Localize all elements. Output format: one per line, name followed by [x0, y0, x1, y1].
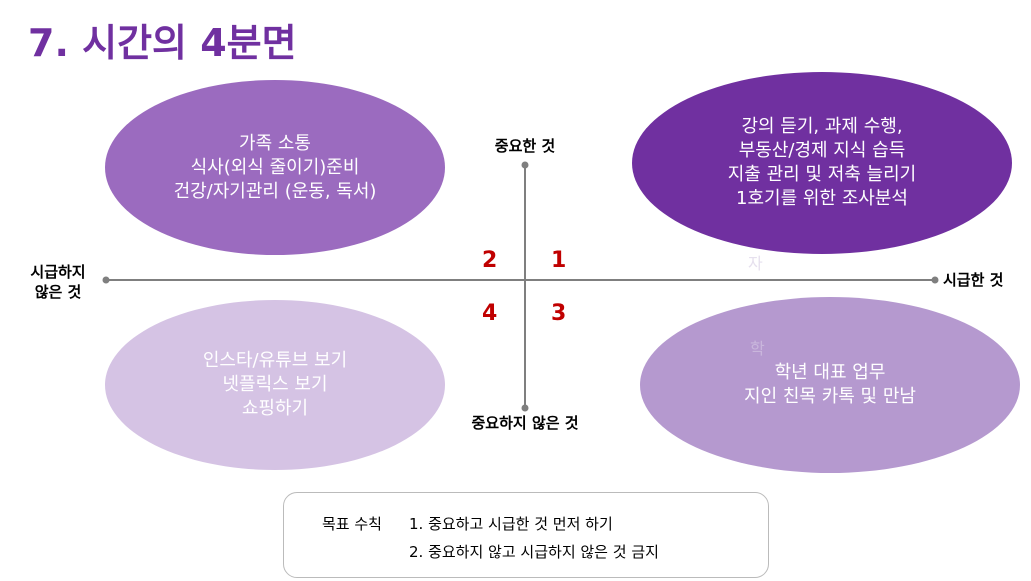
item: 가족 소통 — [239, 132, 311, 154]
item: 지인 친목 카톡 및 만남 — [744, 386, 916, 407]
item: 강의 듣기, 과제 수행, — [741, 116, 903, 137]
item: 인스타/유튜브 보기 — [202, 350, 348, 371]
axis-label-line: 않은 것 — [34, 283, 82, 301]
axis-dot — [521, 404, 529, 412]
item: 지출 관리 및 저축 늘리기 — [727, 164, 917, 185]
item: 쇼핑하기 — [241, 398, 309, 419]
quadrant-not-important-not-urgent: 인스타/유튜브 보기 넷플릭스 보기 쇼핑하기 — [105, 300, 445, 470]
axis-dot — [521, 161, 529, 169]
quadrant-number-3: 3 — [551, 301, 567, 326]
goal-rule-2: 2. 중요하지 않고 시급하지 않은 것 금지 — [409, 543, 659, 561]
goal-rule-1: 1. 중요하고 시급한 것 먼저 하기 — [409, 515, 613, 533]
axis-dot — [102, 276, 110, 284]
quadrant-important-urgent: 강의 듣기, 과제 수행, 부동산/경제 지식 습득 지출 관리 및 저축 늘리… — [632, 72, 1012, 254]
item: 건강/자기관리 (운동, 독서) — [173, 180, 377, 202]
axis-label-line: 시급하지 — [30, 263, 86, 281]
item: 1호기를 위한 조사분석 — [736, 188, 908, 209]
page-title: 7. 시간의 4분면 — [28, 21, 297, 65]
artifact-text: 학 — [750, 339, 765, 358]
quadrant-important-not-urgent: 가족 소통 식사(외식 줄이기)준비 건강/자기관리 (운동, 독서) — [105, 80, 445, 255]
axis-label-urgent: 시급한 것 — [943, 271, 1004, 289]
quadrant-not-important-urgent: 학년 대표 업무 지인 친목 카톡 및 만남 — [640, 297, 1020, 473]
goal-box: 목표 수칙 1. 중요하고 시급한 것 먼저 하기 2. 중요하지 않고 시급하… — [283, 492, 769, 578]
goal-label: 목표 수칙 — [322, 515, 382, 533]
axis-dot — [931, 276, 939, 284]
artifact-text: 자 — [748, 254, 763, 273]
item: 식사(외식 줄이기)준비 — [190, 156, 360, 178]
axis-label-not-urgent: 시급하지 않은 것 — [18, 262, 98, 302]
item: 학년 대표 업무 — [774, 362, 886, 383]
item: 부동산/경제 지식 습득 — [738, 140, 906, 161]
item: 넷플릭스 보기 — [222, 374, 328, 395]
quadrant-number-4: 4 — [482, 301, 498, 326]
quadrant-number-2: 2 — [482, 248, 498, 273]
axis-label-not-important: 중요하지 않은 것 — [471, 414, 579, 432]
axis-label-important: 중요한 것 — [494, 137, 556, 155]
quadrant-number-1: 1 — [551, 248, 567, 273]
